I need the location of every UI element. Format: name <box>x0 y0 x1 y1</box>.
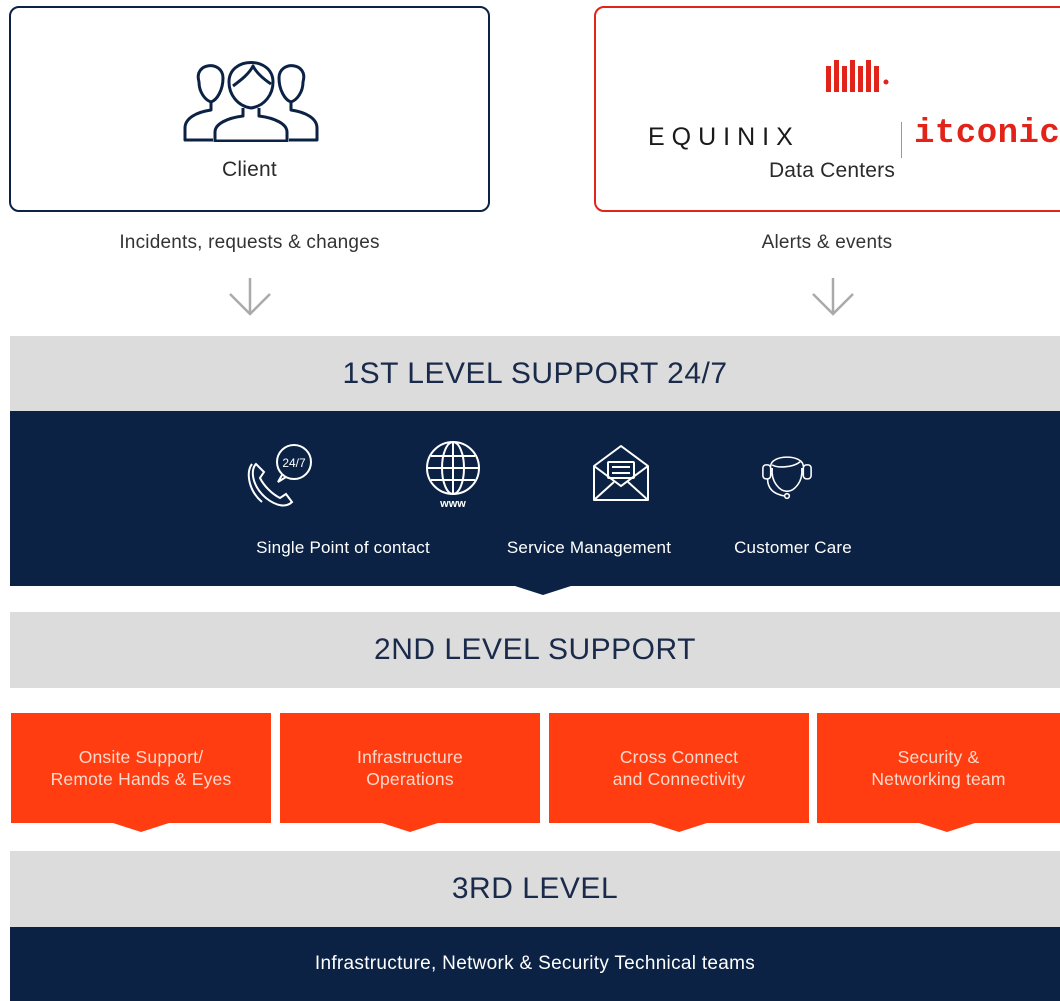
team-pointer <box>919 823 975 832</box>
level1-pointer <box>515 586 571 595</box>
client-label: Client <box>222 158 277 181</box>
equinix-wordmark: EQUINIX <box>648 123 800 151</box>
phone-24-7-icon: 24/7 <box>247 444 312 507</box>
team-infrastructure-ops: Infrastructure Operations <box>280 713 540 823</box>
equinix-logo-icon <box>826 60 889 92</box>
phone-badge: 24/7 <box>282 456 306 470</box>
team-security-networking: Security & Networking team <box>817 713 1060 823</box>
globe-www-icon: www <box>426 441 480 510</box>
datacenters-box: EQUINIX itconic Data Centers <box>594 6 1060 212</box>
team-onsite-support: Onsite Support/ Remote Hands & Eyes <box>11 713 271 823</box>
team-pointer <box>113 823 169 832</box>
level3-title: 3RD LEVEL <box>10 851 1060 927</box>
team-cross-connect: Cross Connect and Connectivity <box>549 713 809 823</box>
level2-title: 2ND LEVEL SUPPORT <box>10 612 1060 688</box>
www-label: www <box>439 498 466 510</box>
level3-teams: Infrastructure, Network & Security Techn… <box>10 927 1060 1001</box>
brand-divider <box>901 122 902 158</box>
down-arrow-icon <box>812 278 854 316</box>
down-arrow-icon <box>229 278 271 316</box>
headset-agent-icon <box>762 456 812 500</box>
team-pointer <box>651 823 707 832</box>
client-box: Client <box>9 6 490 212</box>
service-management: Service Management <box>506 538 672 557</box>
envelope-icon <box>593 445 649 501</box>
team-pointer <box>382 823 438 832</box>
flow-left-label: Incidents, requests & changes <box>119 232 380 253</box>
service-single-point: Single Point of contact <box>256 538 430 557</box>
level1-title: 1ST LEVEL SUPPORT 24/7 <box>10 336 1060 411</box>
level1-panel <box>10 411 1060 586</box>
datacenters-label: Data Centers <box>768 159 896 182</box>
people-group-icon <box>183 61 319 142</box>
flow-right-label: Alerts & events <box>761 232 893 253</box>
service-customer-care: Customer Care <box>734 538 852 557</box>
itconic-wordmark: itconic <box>914 115 1060 153</box>
